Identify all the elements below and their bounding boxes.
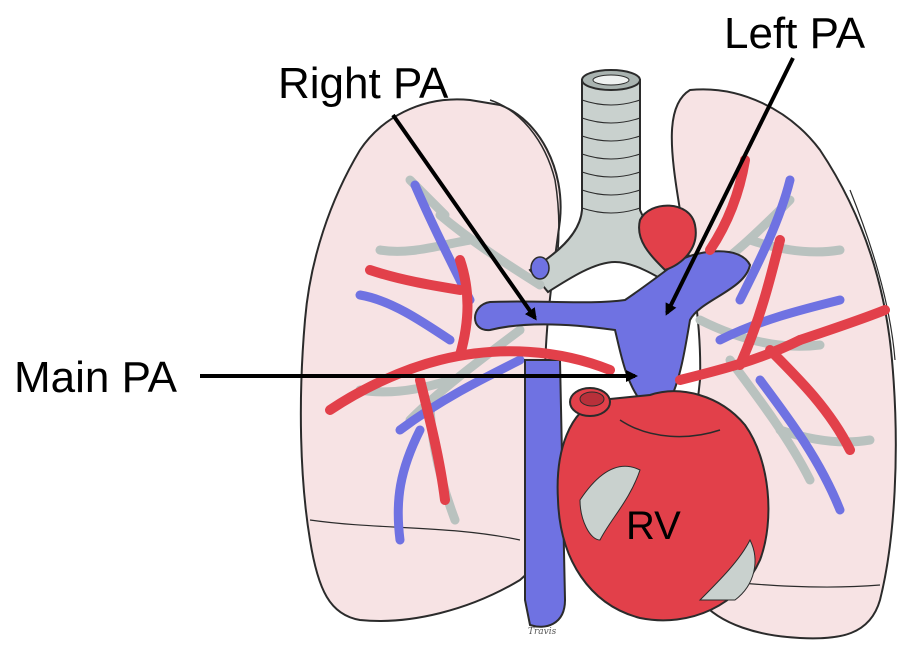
main-pa-label: Main PA <box>14 356 177 400</box>
right-pa-label: Right PA <box>278 62 448 106</box>
artist-signature: Travis <box>528 628 556 637</box>
rv-label: RV <box>626 506 681 546</box>
left-pa-label: Left PA <box>724 12 865 56</box>
